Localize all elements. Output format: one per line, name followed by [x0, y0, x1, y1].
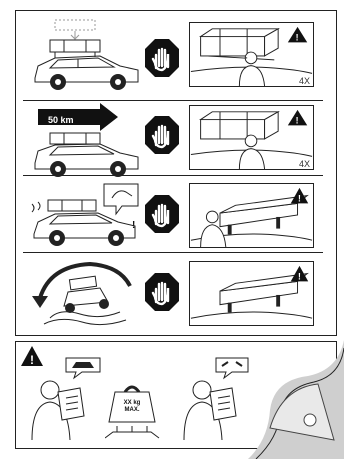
max-weight-caption: MAX. [112, 407, 152, 414]
svg-text:!: ! [132, 220, 135, 231]
row-divider [23, 100, 323, 101]
svg-text:!: ! [296, 115, 299, 125]
detail-panel-2: ! 4X [189, 105, 314, 170]
car-shake-check-scene: ! [30, 182, 145, 254]
stop-hand-icon [144, 38, 180, 78]
stop-hand-icon [144, 115, 180, 155]
stop-hand-icon [144, 194, 180, 234]
detail-panel-1: ! 4X [189, 22, 314, 87]
car-cornering-scene [30, 258, 145, 333]
detail-panel-3: ! [189, 183, 314, 248]
svg-text:!: ! [298, 193, 301, 203]
detail-panel-4: ! [189, 261, 314, 326]
stop-hand-icon [144, 272, 180, 312]
person-reading-manual-scene [30, 352, 110, 440]
quantity-label: 4X [299, 159, 310, 169]
page-curl-corner [248, 340, 344, 459]
max-weight-value: XX kg [112, 400, 152, 407]
quantity-label: 4X [299, 76, 310, 86]
svg-text:!: ! [298, 271, 301, 281]
speed-limit-label: 50 km [48, 115, 74, 125]
max-weight-label: XX kg MAX. [112, 400, 152, 414]
car-loading-scene [30, 18, 145, 98]
svg-text:!: ! [296, 32, 299, 42]
